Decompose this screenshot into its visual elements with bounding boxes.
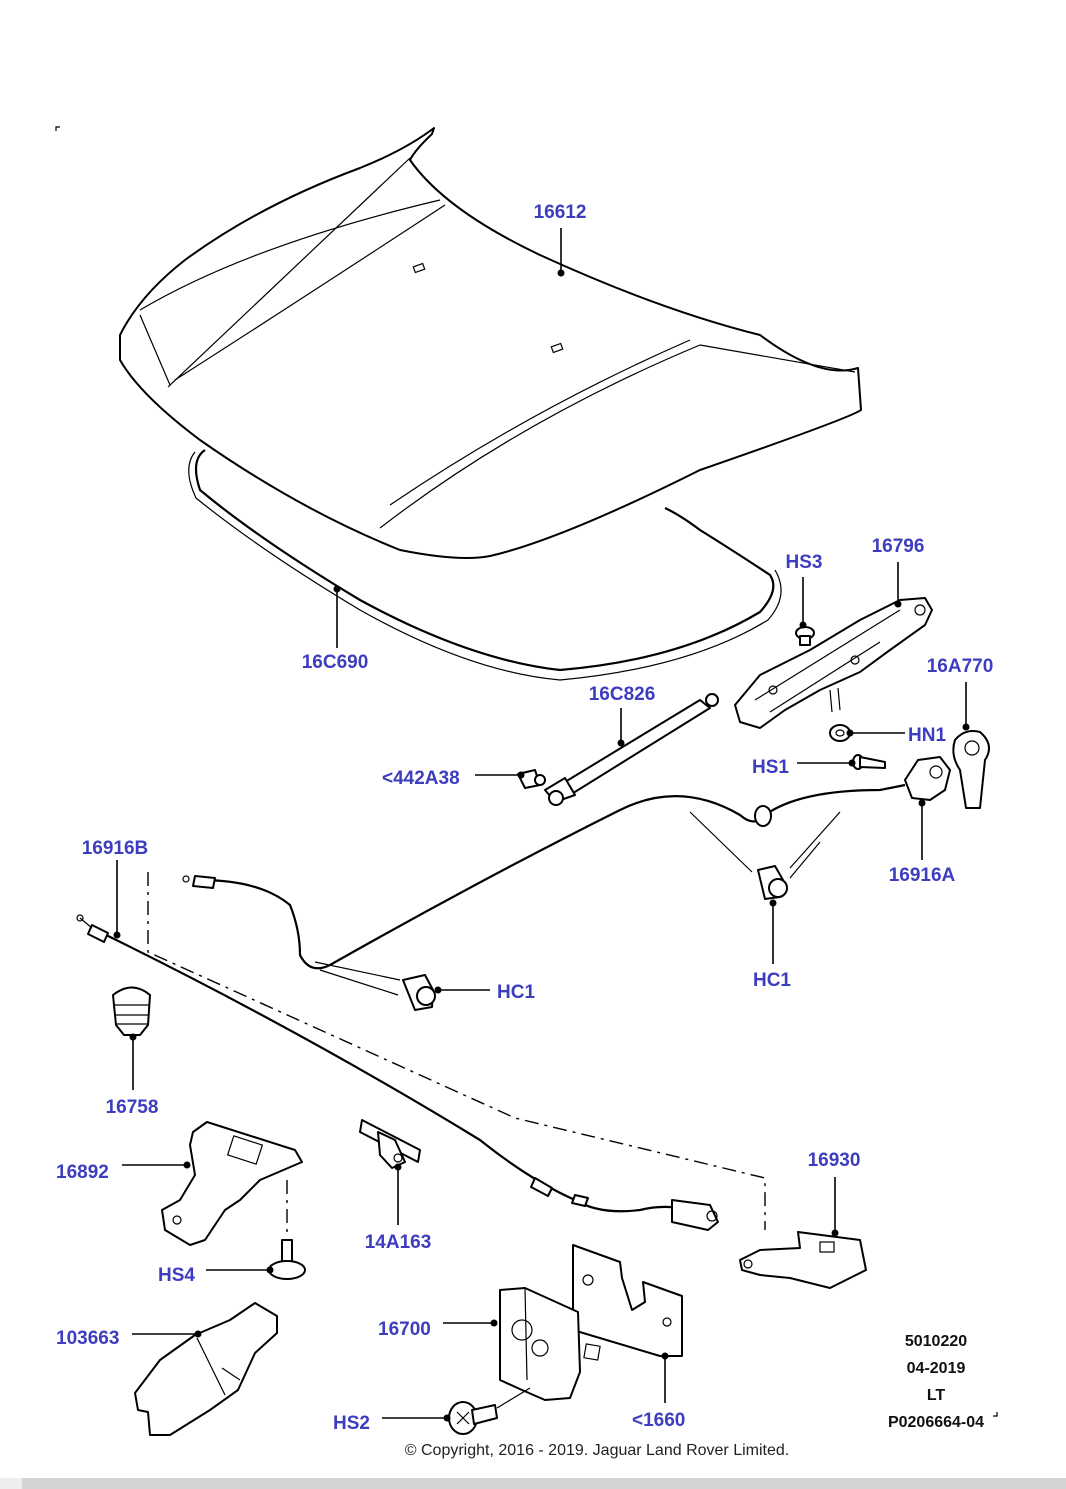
- clip-14a-label: 14A163: [365, 1232, 432, 1253]
- horizontal-scrollbar[interactable]: [22, 1478, 1066, 1489]
- drawing-number: P0206664-04: [888, 1414, 984, 1431]
- hs1-label: HS1: [752, 757, 789, 778]
- hs2-label: HS2: [333, 1413, 370, 1434]
- scrollbar-corner: [0, 1478, 22, 1489]
- release-cable-upper: [199, 783, 906, 970]
- corner-mark: [55, 126, 60, 131]
- hs4-label: HS4: [158, 1265, 195, 1286]
- release-cable-lower: [99, 931, 681, 1213]
- clip-left-label: HC1: [497, 982, 535, 1003]
- hood-seal: [188, 449, 782, 681]
- hood-latch: [499, 1287, 601, 1401]
- latch-plate: [572, 1244, 683, 1357]
- cable-a-label: 16916A: [889, 865, 956, 886]
- hood-label: 16612: [534, 202, 587, 223]
- safety-catch-label: 16892: [56, 1162, 109, 1183]
- gas-strut: [544, 693, 719, 806]
- hs3-label: HS3: [786, 552, 823, 573]
- guide-bracket-label: 16930: [808, 1150, 861, 1171]
- corner-mark: [993, 1412, 998, 1417]
- hn1-label: HN1: [908, 725, 946, 746]
- hs2-screw: [448, 1401, 498, 1435]
- copyright-notice: © Copyright, 2016 - 2019. Jaguar Land Ro…: [405, 1442, 789, 1459]
- cable-b-end-fitting: [76, 914, 109, 943]
- hood-seal-label: 16C690: [302, 652, 369, 673]
- cable-grommet: [754, 805, 772, 827]
- ball-stud-label: <442A38: [382, 768, 460, 789]
- guide-bracket: [739, 1231, 867, 1289]
- clip-14a163: [359, 1119, 421, 1169]
- ref-number: 5010220: [905, 1333, 967, 1350]
- hs1-screw: [852, 754, 886, 770]
- hs3-screw: [795, 626, 815, 646]
- bump-stop-label: 16758: [106, 1097, 159, 1118]
- release-handle: [952, 730, 990, 809]
- gas-strut-label: 16C826: [589, 684, 656, 705]
- release-handle-label: 16A770: [927, 656, 994, 677]
- cable-joint: [571, 1194, 589, 1207]
- latch-label: 16700: [378, 1319, 431, 1340]
- cable-end-fitting: [182, 875, 216, 889]
- assembly-line: [147, 872, 766, 1230]
- hood-panel: [119, 127, 862, 559]
- hc1-clip-right: [757, 865, 788, 900]
- issue-date: 04-2019: [907, 1360, 966, 1377]
- hc1-clip-left: [402, 974, 436, 1011]
- language-code: LT: [927, 1387, 946, 1404]
- hood-hinge: [734, 597, 933, 729]
- safety-catch: [161, 1121, 303, 1246]
- release-lever-housing: [904, 756, 951, 801]
- latch-plate-label: <1660: [632, 1410, 685, 1431]
- clip-right-label: HC1: [753, 970, 791, 991]
- bracket-103-label: 103663: [56, 1328, 119, 1349]
- hinge-label: 16796: [872, 536, 925, 557]
- cable-joint: [530, 1177, 553, 1197]
- cable-connector: [671, 1199, 719, 1231]
- support-bracket: [134, 1302, 278, 1436]
- hs4-screw: [268, 1239, 306, 1280]
- cable-b-label: 16916B: [82, 838, 149, 859]
- bump-stop: [112, 986, 151, 1036]
